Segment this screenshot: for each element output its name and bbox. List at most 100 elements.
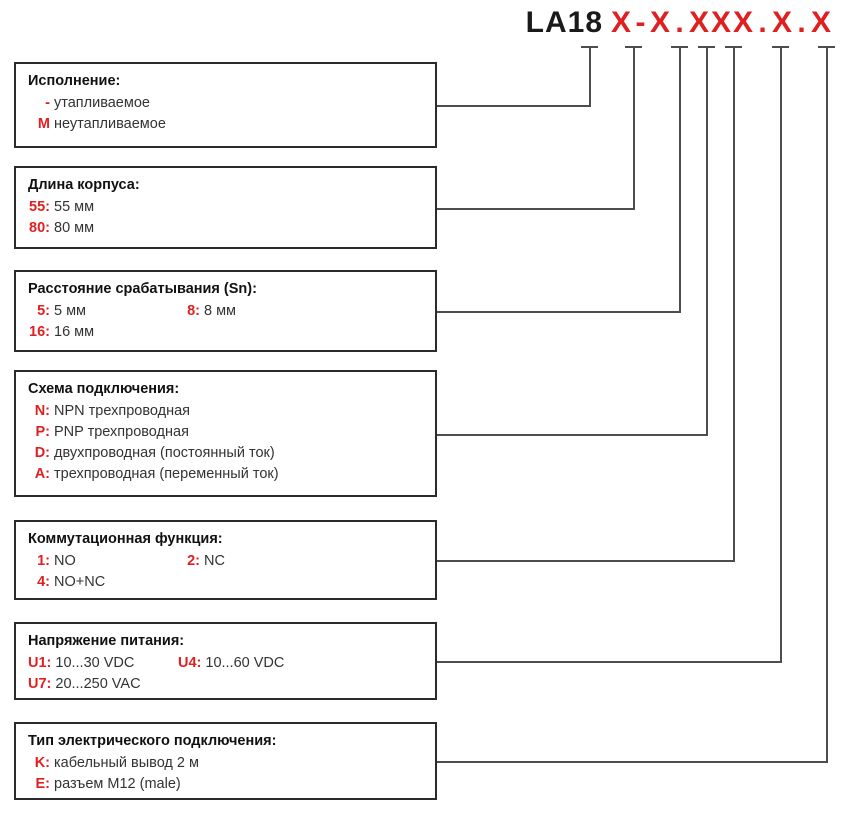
option-code: 55: — [29, 199, 50, 215]
option-item: 1:NO — [28, 551, 178, 572]
option-code: P: — [35, 424, 51, 440]
option-row: 55:55 мм — [28, 197, 435, 218]
option-item: 8:8 мм — [178, 301, 236, 322]
option-text: PNP трехпроводная — [54, 424, 189, 440]
option-code: U1: — [28, 655, 52, 671]
option-code: U4: — [178, 655, 202, 671]
code-separator-2: . — [675, 6, 684, 39]
option-row: P:PNP трехпроводная — [28, 422, 435, 443]
option-code: 2: — [187, 553, 200, 569]
code-tick-1 — [581, 46, 598, 48]
option-text: 16 мм — [54, 324, 95, 340]
option-item: K:кабельный вывод 2 м — [28, 753, 199, 774]
lead-horizontal-6 — [437, 661, 782, 663]
code-slot-2: X — [649, 6, 670, 39]
lead-horizontal-5 — [437, 560, 735, 562]
option-text: 5 мм — [54, 303, 87, 319]
code-slot-6: X — [771, 6, 792, 39]
option-item: P:PNP трехпроводная — [28, 422, 189, 443]
option-row: K:кабельный вывод 2 м — [28, 753, 435, 774]
option-row: -утапливаемое — [28, 93, 435, 114]
option-item: N:NPN трехпроводная — [28, 401, 190, 422]
code-separator-1: - — [635, 6, 646, 39]
option-item: U7:20...250 VAC — [28, 674, 141, 695]
code-tick-4 — [698, 46, 715, 48]
option-item: 5:5 мм — [28, 301, 178, 322]
option-code: 5: — [37, 303, 50, 319]
option-code: M — [37, 116, 50, 132]
option-row: 80:80 мм — [28, 218, 435, 239]
spec-box-title: Напряжение питания: — [28, 633, 185, 649]
option-text: 20...250 VAC — [55, 676, 141, 692]
option-code: 4: — [37, 574, 50, 590]
option-text: 10...30 VDC — [55, 655, 135, 671]
option-item: 2:NC — [178, 551, 225, 572]
product-code-prefix: LA18 — [525, 6, 603, 39]
code-tick-5 — [725, 46, 742, 48]
option-text: 10...60 VDC — [205, 655, 285, 671]
option-item: -утапливаемое — [28, 93, 150, 114]
lead-vertical-6 — [780, 48, 782, 661]
option-text: 80 мм — [54, 220, 95, 236]
lead-vertical-7 — [826, 48, 828, 761]
lead-horizontal-2 — [437, 207, 635, 210]
option-code: 1: — [37, 553, 50, 569]
option-code: K: — [34, 755, 50, 771]
option-item: U1:10...30 VDC — [28, 653, 178, 674]
option-code: A: — [34, 466, 50, 482]
option-text: 55 мм — [54, 199, 95, 215]
option-text: NO — [54, 553, 76, 569]
spec-box-title: Расстояние срабатывания (Sn): — [28, 281, 257, 297]
option-item: A:трехпроводная (переменный ток) — [28, 464, 279, 485]
option-item: U4:10...60 VDC — [178, 653, 284, 674]
option-item: 16:16 мм — [28, 322, 94, 343]
code-tick-2 — [625, 46, 642, 48]
lead-horizontal-1 — [437, 105, 591, 107]
spec-box-title: Длина корпуса: — [28, 177, 140, 193]
code-slot-4: X — [710, 6, 731, 39]
lead-vertical-5 — [733, 48, 735, 560]
option-text: NO+NC — [54, 574, 106, 590]
option-item: D:двухпроводная (постоянный ток) — [28, 443, 275, 464]
option-code: E: — [35, 776, 51, 792]
option-row: E:разъем M12 (male) — [28, 774, 435, 795]
spec-box-title: Схема подключения: — [28, 381, 180, 397]
code-slot-1: X — [610, 6, 631, 39]
option-row: 16:16 мм — [28, 322, 435, 343]
lead-horizontal-3 — [437, 311, 681, 313]
spec-box-title: Тип электрического подключения: — [28, 733, 277, 749]
code-slot-7: X — [810, 6, 831, 39]
code-tick-7 — [818, 46, 835, 48]
spec-box-title: Исполнение: — [28, 73, 121, 89]
option-row: U7:20...250 VAC — [28, 674, 435, 695]
option-text: двухпроводная (постоянный ток) — [54, 445, 275, 461]
option-text: неутапливаемое — [54, 116, 166, 132]
option-code: D: — [34, 445, 50, 461]
option-text: кабельный вывод 2 м — [54, 755, 199, 771]
code-slot-3: X — [688, 6, 709, 39]
option-code: - — [45, 95, 50, 111]
lead-vertical-3 — [679, 48, 681, 311]
option-text: NC — [204, 553, 225, 569]
spec-box-title: Коммутационная функция: — [28, 531, 223, 547]
code-separator-6: . — [797, 6, 806, 39]
option-code: 80: — [29, 220, 50, 236]
option-text: трехпроводная (переменный ток) — [54, 466, 279, 482]
product-code-slots: X-X.XXX.X.X — [610, 6, 832, 40]
option-row: D:двухпроводная (постоянный ток) — [28, 443, 435, 464]
spec-box-7: Тип электрического подключения: K:кабельн… — [14, 722, 437, 800]
code-tick-6 — [772, 46, 789, 48]
option-code: U7: — [28, 676, 52, 692]
product-code-row: LA18 X-X.XXX.X.X — [0, 0, 841, 46]
